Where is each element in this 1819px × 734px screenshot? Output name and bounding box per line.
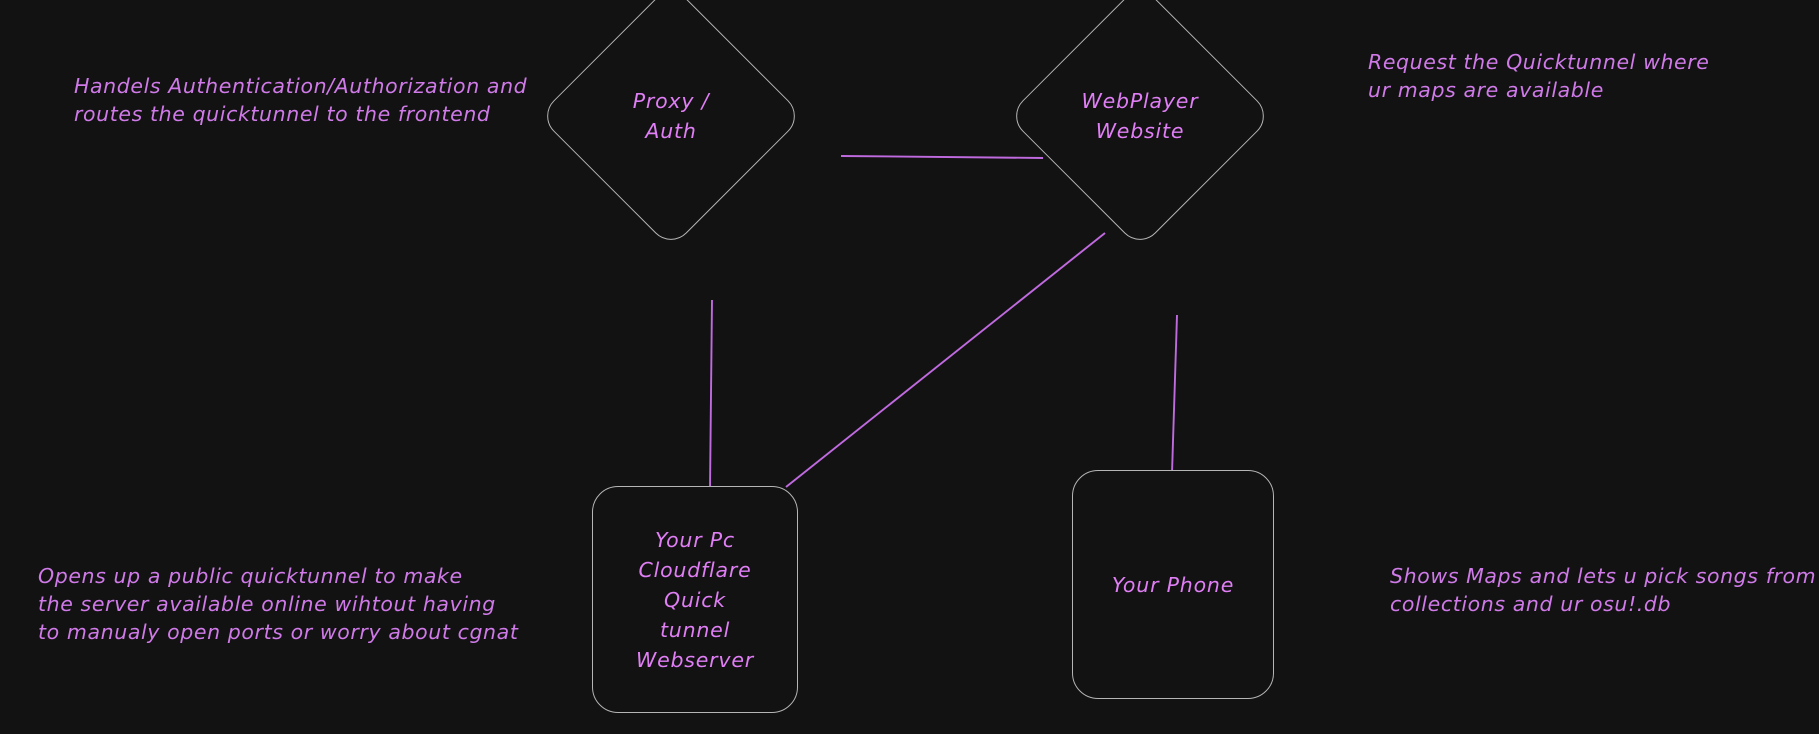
note-your-pc: Opens up a public quicktunnel to make th… [38, 564, 519, 644]
node-your-phone-label: Your Phone [1111, 572, 1235, 597]
node-webplayer-website-label: WebPlayer Website [1081, 89, 1199, 143]
node-proxy-auth-label: Proxy / Auth [632, 89, 710, 143]
edge-webplayer-to-your-phone [1171, 314, 1178, 474]
note-your-phone: Shows Maps and lets u pick songs from co… [1390, 564, 1817, 616]
edge-proxy-to-your-pc [709, 299, 713, 490]
note-proxy-auth: Handels Authentication/Authorization and… [74, 74, 528, 126]
node-webplayer-website[interactable]: WebPlayer Website [1007, 0, 1273, 249]
edge-proxy-to-webplayer [840, 155, 1044, 159]
edge-your-pc-to-webplayer [785, 232, 1106, 488]
node-your-phone[interactable]: Your Phone [1072, 470, 1274, 699]
node-your-pc[interactable]: Your Pc Cloudflare Quick tunnel Webserve… [592, 486, 798, 713]
node-proxy-auth[interactable]: Proxy / Auth [538, 0, 804, 249]
node-your-pc-label: Your Pc Cloudflare Quick tunnel Webserve… [636, 527, 754, 672]
note-webplayer-website: Request the Quicktunnel where ur maps ar… [1368, 50, 1710, 102]
